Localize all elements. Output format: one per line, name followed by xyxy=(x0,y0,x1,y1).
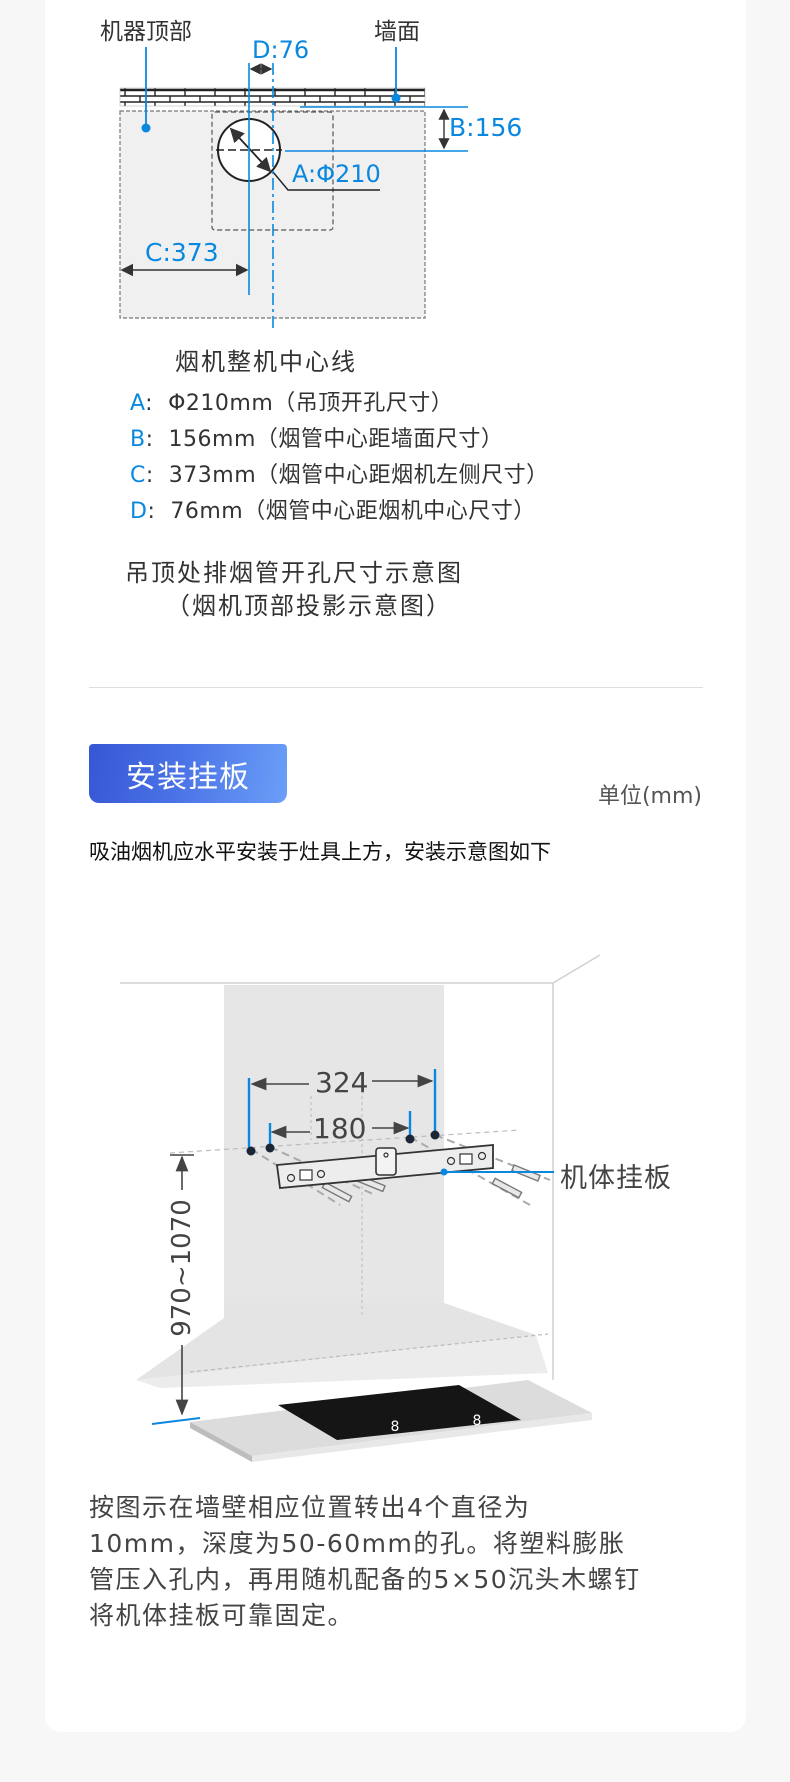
svg-text:8: 8 xyxy=(391,1419,400,1435)
diagram-caption-title: 吊顶处排烟管开孔尺寸示意图 xyxy=(125,559,463,587)
c-dimension-label: C:373 xyxy=(145,238,219,267)
legend-sep: : xyxy=(145,427,154,452)
svg-text:8: 8 xyxy=(473,1413,482,1429)
legend-text: 373mm（烟管中心距烟机左侧尺寸） xyxy=(168,463,549,488)
install-height-label: 970~1070 xyxy=(167,1199,197,1337)
instruction-line: 将机体挂板可靠固定。 xyxy=(89,1601,355,1630)
legend-item-a: A: Φ210mm（吊顶开孔尺寸） xyxy=(130,385,453,417)
outer-hole-spacing-label: 324 xyxy=(315,1066,369,1099)
legend-text: 76mm（烟管中心距烟机中心尺寸） xyxy=(170,499,536,524)
mounting-plate-diagram: 8 8 xyxy=(120,954,601,1462)
machine-top-label: 机器顶部 xyxy=(100,19,192,45)
wall-label: 墙面 xyxy=(374,19,420,45)
legend-key: D xyxy=(130,499,148,524)
legend-sep: : xyxy=(147,499,156,524)
installation-instructions: 按图示在墙壁相应位置转出4个直径为 10mm，深度为50-60mm的孔。将塑料膨… xyxy=(89,1490,709,1634)
a-dimension-label: A:Φ210 xyxy=(292,160,381,188)
section-divider xyxy=(89,687,703,688)
legend-item-b: B: 156mm（烟管中心距墙面尺寸） xyxy=(130,421,503,453)
section-title: 安装挂板 xyxy=(126,759,250,795)
inner-hole-spacing-label: 180 xyxy=(313,1112,367,1145)
instruction-line: 10mm，深度为50-60mm的孔。将塑料膨胀 xyxy=(89,1529,626,1558)
instruction-line: 管压入孔内，再用随机配备的5×50沉头木螺钉 xyxy=(89,1565,641,1594)
legend-item-d: D: 76mm（烟管中心距烟机中心尺寸） xyxy=(130,493,536,525)
legend-text: Φ210mm（吊顶开孔尺寸） xyxy=(168,391,454,416)
ceiling-hole-diagram xyxy=(119,47,468,330)
mounting-plate-label: 机体挂板 xyxy=(560,1163,672,1194)
intro-text: 吸油烟机应水平安装于灶具上方，安装示意图如下 xyxy=(89,840,551,864)
b-dimension-label: B:156 xyxy=(449,113,523,142)
legend-key: B xyxy=(130,427,146,452)
legend-sep: : xyxy=(145,463,154,488)
d-dimension-label: D:76 xyxy=(252,36,310,64)
legend-item-c: C: 373mm（烟管中心距烟机左侧尺寸） xyxy=(130,457,549,489)
legend-key: A xyxy=(130,391,146,416)
center-line-label: 烟机整机中心线 xyxy=(175,348,357,376)
instruction-line: 按图示在墙壁相应位置转出4个直径为 xyxy=(89,1493,531,1522)
legend-key: C xyxy=(130,463,146,488)
unit-label: 单位(mm) xyxy=(597,784,702,809)
legend-text: 156mm（烟管中心距墙面尺寸） xyxy=(168,427,504,452)
diagram-caption-subtitle: （烟机顶部投影示意图） xyxy=(166,592,452,620)
legend-sep: : xyxy=(145,391,154,416)
section-title-badge: 安装挂板 xyxy=(89,744,287,803)
